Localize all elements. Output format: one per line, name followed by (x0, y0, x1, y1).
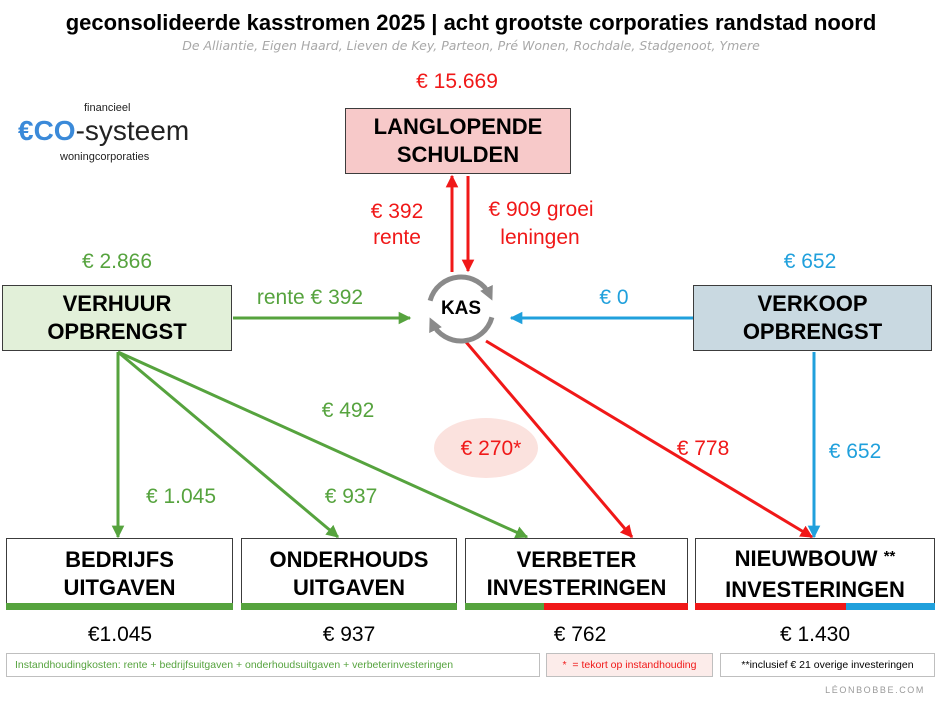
kas-cycle-arc-bottom (429, 316, 495, 344)
total-onderhouds-uitgaven: € 937 (322, 623, 376, 646)
bar-nieuwbouw-red (695, 603, 846, 610)
shortfall-highlight (434, 418, 538, 478)
logo-top-text: financieel (84, 102, 131, 114)
kas-cycle-arc-top (427, 274, 493, 302)
node-bedrijfs-uitgaven-line2: UITGAVEN (63, 575, 176, 600)
logo-brand-rest: -systeem (75, 115, 190, 146)
node-verbeter-investeringen: VERBETER INVESTERINGEN (465, 538, 688, 610)
node-langlopende-schulden-line1: LANGLOPENDE (373, 114, 543, 139)
flow-label-verkoop-to-nieuwbouw: € 652 (828, 440, 882, 463)
logo-brand-highlight: €CO (18, 115, 76, 146)
node-bedrijfs-uitgaven: BEDRIJFS UITGAVEN (6, 538, 233, 610)
verkoop-amount: € 652 (783, 250, 837, 273)
bar-verbeter-red (544, 603, 688, 610)
node-verkoop-opbrengst-line1: VERKOOP (757, 291, 868, 316)
arrow-verhuur-to-verbeter (117, 350, 529, 539)
node-verkoop-opbrengst-line2: OPBRENGST (742, 319, 883, 344)
total-nieuwbouw-investeringen: € 1.430 (779, 623, 851, 646)
flow-label-kas-to-verbeter: € 270* (460, 437, 522, 460)
arrow-verhuur-to-onderhouds (117, 350, 339, 539)
node-bedrijfs-uitgaven-line1: BEDRIJFS (65, 547, 174, 572)
arrow-kas-to-verbeter (464, 341, 634, 538)
page-subtitle: De Alliantie, Eigen Haard, Lieven de Key… (182, 38, 760, 53)
bar-nieuwbouw-blue (846, 603, 935, 610)
bar-verbeter-green (465, 603, 544, 610)
node-verhuur-opbrengst: VERHUUR OPBRENGST (2, 285, 232, 351)
node-nieuwbouw-investeringen: NIEUWBOUW ** INVESTERINGEN (695, 538, 935, 610)
node-nieuwbouw-marker: ** (883, 547, 896, 565)
schulden-amount: € 15.669 (416, 70, 498, 93)
bar-bedrijfs-green (6, 603, 233, 610)
node-nieuwbouw-investeringen-line2: INVESTERINGEN (725, 576, 905, 602)
flow-label-kas-to-schulden-amount: € 392 (370, 200, 424, 223)
flow-label-kas-to-nieuwbouw: € 778 (676, 437, 730, 460)
node-onderhouds-uitgaven-line2: UITGAVEN (292, 575, 406, 600)
node-langlopende-schulden: LANGLOPENDE SCHULDEN (345, 108, 571, 174)
footnote-tekort: * = tekort op instandhouding (546, 653, 713, 677)
node-nieuwbouw-investeringen-line1: NIEUWBOUW ** (735, 545, 896, 576)
node-verbeter-investeringen-line1: VERBETER (516, 547, 637, 572)
node-langlopende-schulden-line2: SCHULDEN (396, 142, 520, 167)
flow-label-verkoop-to-kas: € 0 (599, 286, 629, 309)
flow-label-verhuur-to-verbeter: € 492 (321, 399, 375, 422)
node-verhuur-opbrengst-line2: OPBRENGST (47, 319, 187, 344)
node-kas-label: KAS (440, 298, 482, 319)
node-verkoop-opbrengst: VERKOOP OPBRENGST (693, 285, 932, 351)
arrow-kas-to-nieuwbouw (485, 339, 814, 539)
logo-bottom-text: woningcorporaties (60, 151, 150, 163)
node-nieuwbouw-label: NIEUWBOUW (734, 545, 878, 571)
flow-label-verhuur-to-kas: rente € 392 (256, 286, 364, 309)
verhuur-amount: € 2.866 (81, 250, 153, 273)
credit: LÉONBOBBE.COM (825, 685, 925, 695)
page-title: geconsolideerde kasstromen 2025 | acht g… (65, 10, 877, 35)
flow-label-verhuur-to-bedrijfs: € 1.045 (145, 485, 217, 508)
flow-label-schulden-to-kas-note: leningen (500, 226, 580, 249)
total-verbeter-investeringen: € 762 (553, 623, 607, 646)
footnote-instandhouding: Instandhoudingkosten: rente + bedrijfsui… (6, 653, 540, 677)
flow-label-verhuur-to-onderhouds: € 937 (324, 485, 378, 508)
flow-label-schulden-to-kas-amount: € 909 groei (488, 198, 594, 221)
total-bedrijfs-uitgaven: €1.045 (87, 623, 153, 646)
node-onderhouds-uitgaven: ONDERHOUDS UITGAVEN (241, 538, 457, 610)
node-verhuur-opbrengst-line1: VERHUUR (62, 291, 172, 316)
node-verbeter-investeringen-line2: INVESTERINGEN (486, 575, 667, 600)
cycle-arrows-icon (427, 274, 495, 344)
bar-onderhouds-green (241, 603, 457, 610)
flow-label-kas-to-schulden-note: rente (373, 226, 421, 249)
node-onderhouds-uitgaven-line1: ONDERHOUDS (269, 547, 429, 572)
footnote-overige: **inclusief € 21 overige investeringen (720, 653, 935, 677)
eco-systeem-logo: financieel €CO-systeem woningcorporaties (16, 100, 206, 170)
logo-brand: €CO-systeem (18, 114, 189, 148)
